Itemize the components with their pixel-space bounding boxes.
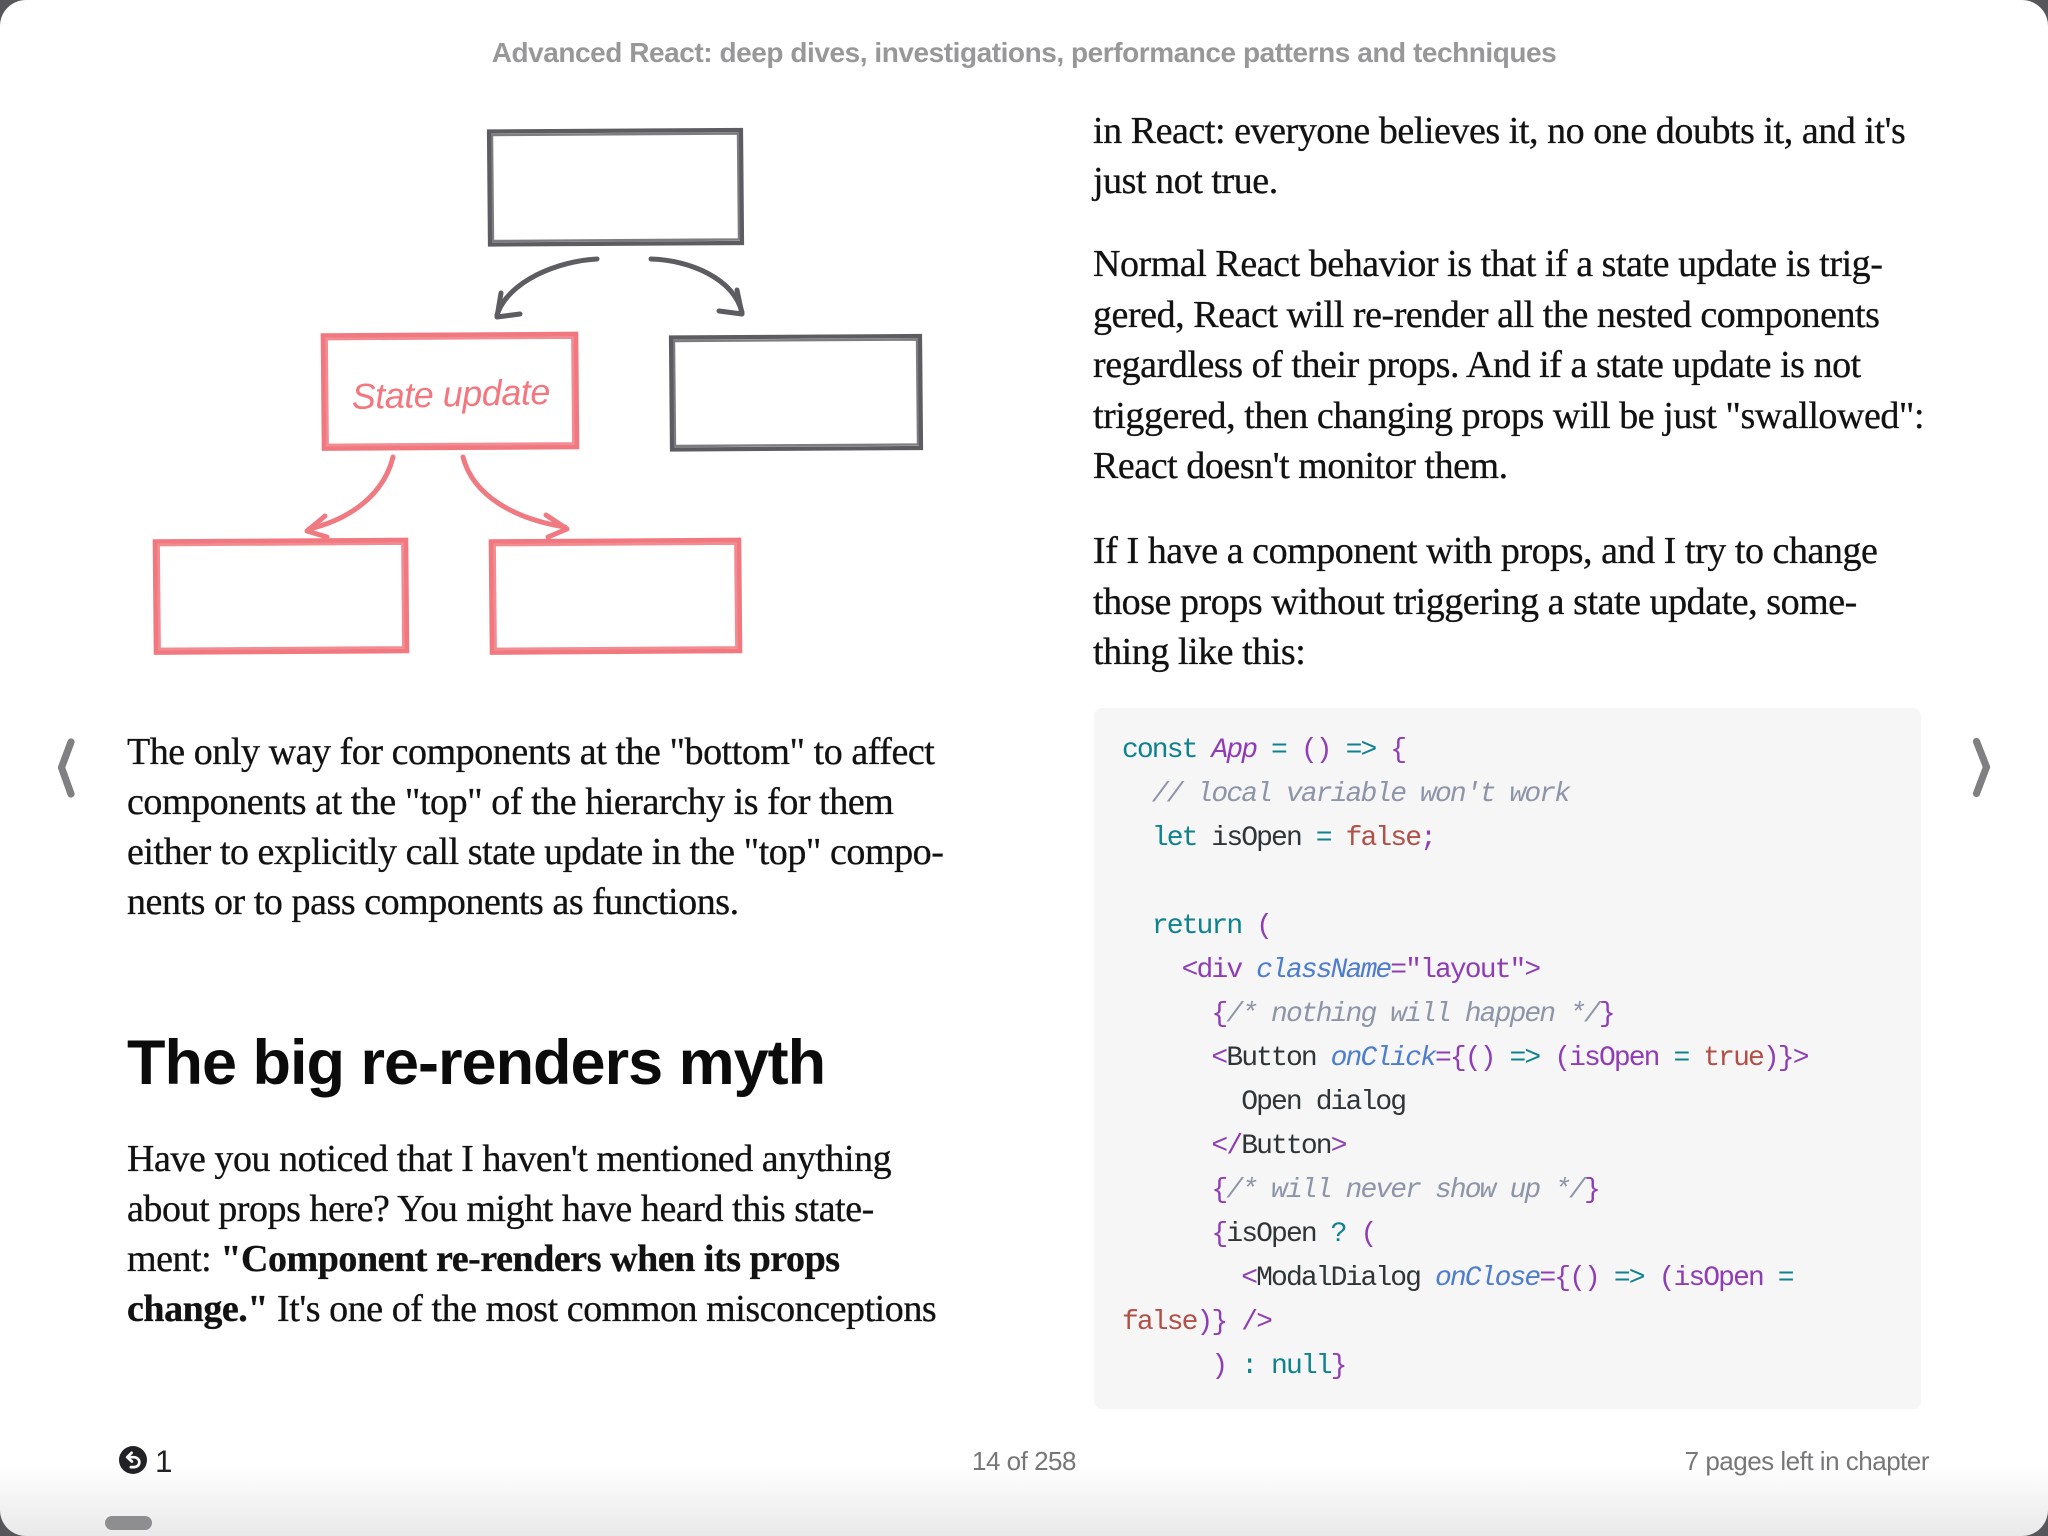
svg-text:State update: State update <box>351 371 550 417</box>
